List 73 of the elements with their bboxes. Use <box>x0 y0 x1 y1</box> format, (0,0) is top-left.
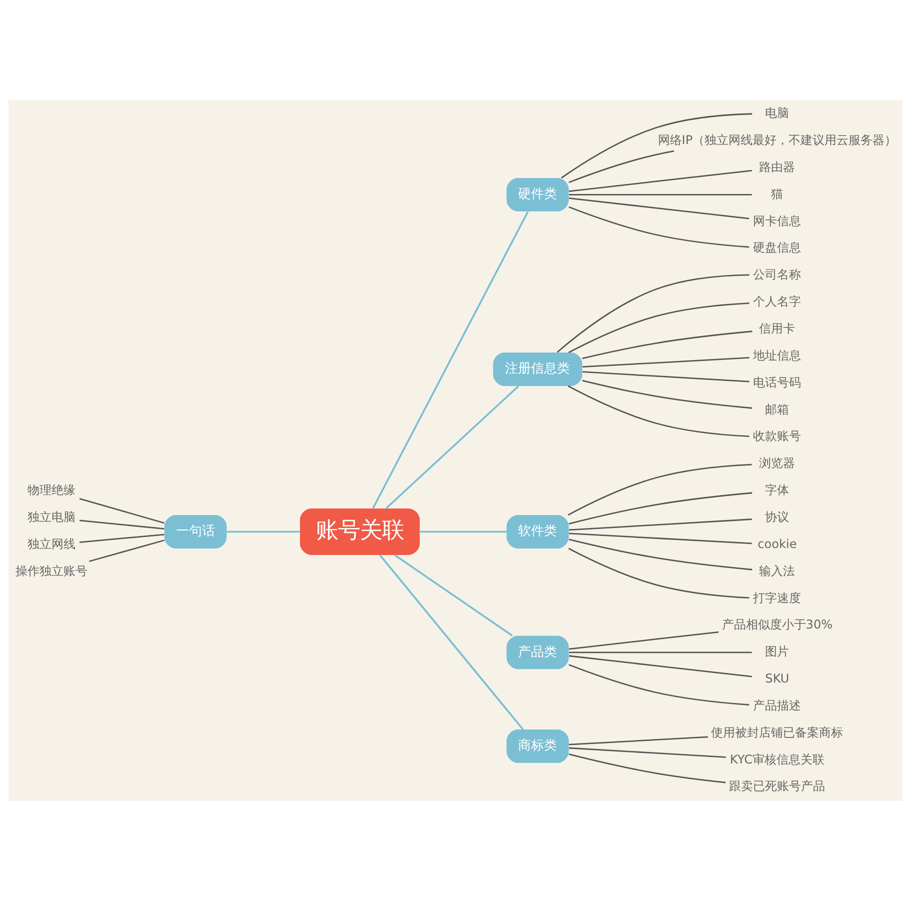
connector <box>568 302 750 354</box>
node-text: 电话号码 <box>753 375 802 390</box>
connector <box>568 170 752 192</box>
node-text: 网卡信息 <box>753 214 802 228</box>
node-text: 信用卡 <box>759 321 796 336</box>
connector <box>394 554 513 636</box>
connector <box>79 498 164 524</box>
node-box: 一句话 <box>164 515 227 548</box>
node-text: 使用被封店铺已备案商标 <box>711 725 844 740</box>
connector <box>568 532 752 544</box>
connector <box>582 330 752 360</box>
connector <box>568 194 752 196</box>
connector <box>561 113 752 178</box>
connector <box>385 385 520 510</box>
connector <box>568 655 752 678</box>
node-text: 浏览器 <box>759 456 796 470</box>
node-text: 操作独立账号 <box>16 564 88 578</box>
connector <box>582 371 750 382</box>
connector <box>80 534 164 543</box>
connector <box>568 548 750 599</box>
node-text: 跟卖已死账号产品 <box>729 779 826 794</box>
connector <box>420 530 506 533</box>
connector <box>568 197 750 220</box>
connector <box>568 652 752 654</box>
connector <box>582 357 750 368</box>
node-text: 图片 <box>765 644 790 659</box>
connector <box>372 211 529 509</box>
node-text: 邮箱 <box>765 402 790 416</box>
node-box: 产品类 <box>506 636 569 670</box>
node-text: SKU <box>765 672 790 686</box>
node-text: 个人名字 <box>753 294 802 309</box>
node-box: 商标类 <box>506 730 569 763</box>
node-text: 独立电脑 <box>28 510 76 524</box>
node-box: 账号关联 <box>300 508 420 555</box>
node-text: 字体 <box>765 483 790 498</box>
connector <box>568 518 752 531</box>
connector <box>568 464 752 516</box>
connector <box>568 385 750 438</box>
connector <box>568 754 726 784</box>
connector <box>568 538 752 570</box>
node-box: 注册信息类 <box>493 352 582 386</box>
connector <box>568 631 719 650</box>
node-text: 物理绝缘 <box>28 483 76 498</box>
node-text: 打字速度 <box>753 590 802 605</box>
node-text: 产品描述 <box>753 698 802 712</box>
connector <box>568 150 674 184</box>
node-text: 输入法 <box>759 564 796 578</box>
connector <box>568 492 752 524</box>
connector <box>80 520 164 530</box>
connector <box>582 380 752 409</box>
node-text: 电脑 <box>765 106 790 120</box>
node-box: 软件类 <box>506 515 569 548</box>
connector <box>568 747 726 758</box>
connector <box>88 540 165 562</box>
node-text: 路由器 <box>759 160 796 174</box>
node-text: 硬盘信息 <box>753 240 802 255</box>
node-text: 独立网线 <box>28 536 76 551</box>
node-text: 产品相似度小于30% <box>722 618 833 632</box>
node-text: 公司名称 <box>753 268 802 282</box>
connector <box>556 274 750 353</box>
connector <box>226 530 300 533</box>
connector <box>568 206 750 248</box>
node-text: 猫 <box>771 186 784 201</box>
connector <box>379 554 524 730</box>
node-text: 网络IP（独立网线最好，不建议用云服务器） <box>658 133 897 148</box>
node-text: KYC审核信息关联 <box>730 752 825 766</box>
node-text: 地址信息 <box>753 348 802 362</box>
connector <box>568 664 750 706</box>
connector <box>568 736 708 746</box>
node-text: 收款账号 <box>753 429 802 444</box>
node-box: 硬件类 <box>506 178 569 212</box>
node-text: 协议 <box>765 510 790 524</box>
node-text: cookie <box>758 536 797 551</box>
